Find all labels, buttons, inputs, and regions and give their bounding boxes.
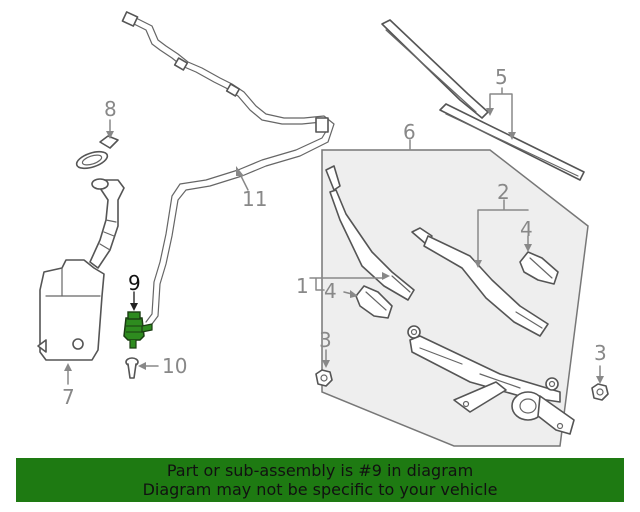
wiper-assembly-group-outline xyxy=(321,149,589,447)
filler-cap-seal-part-8[interactable] xyxy=(75,135,119,172)
callout-1-leader xyxy=(309,277,385,291)
callout-5-leader xyxy=(489,87,513,135)
callout-11-arrowhead xyxy=(236,166,244,176)
callout-label-10: 10 xyxy=(162,354,187,378)
callout-5-arrowhead-b xyxy=(508,132,516,140)
washer-pump-part-9[interactable] xyxy=(123,311,153,349)
diagram-notice-banner: Part or sub-assembly is #9 in diagram Di… xyxy=(16,458,624,502)
notice-line-disclaimer: Diagram may not be specific to your vehi… xyxy=(142,480,498,499)
callout-3a-arrowhead xyxy=(322,360,330,368)
callout-9-arrowhead xyxy=(130,303,138,311)
callout-2-leader xyxy=(477,199,529,263)
callout-label-11: 11 xyxy=(242,187,267,211)
notice-line-part: Part or sub-assembly is #9 in diagram xyxy=(166,461,474,480)
arm-cap-right-part-4[interactable] xyxy=(519,251,559,285)
callout-label-3-right: 3 xyxy=(594,341,607,365)
callout-label-8: 8 xyxy=(104,97,117,121)
callout-5-arrowhead-a xyxy=(486,108,494,116)
callout-2-arrowhead xyxy=(474,260,482,268)
callout-4b-arrowhead xyxy=(524,244,532,252)
exploded-parts-diagram: 1 2 3 3 4 4 5 6 7 8 9 10 11 xyxy=(37,11,609,447)
callout-label-2: 2 xyxy=(497,180,510,204)
callout-label-6: 6 xyxy=(403,120,416,144)
wiper-arm-left-part-1[interactable] xyxy=(325,165,415,301)
grommet-part-10[interactable] xyxy=(125,357,139,379)
callout-11-leader xyxy=(239,173,249,191)
nut-right-part-3[interactable] xyxy=(591,383,609,401)
washer-hose-part-11[interactable] xyxy=(121,11,335,325)
callout-3b-arrowhead xyxy=(596,376,604,384)
callout-8-arrowhead xyxy=(106,131,114,139)
wiper-linkage-motor[interactable] xyxy=(407,325,575,435)
callout-1-arrowhead xyxy=(382,272,390,280)
callout-7-arrowhead xyxy=(64,363,72,371)
callout-label-9: 9 xyxy=(128,271,141,295)
callout-4a-arrowhead xyxy=(350,290,358,298)
wiper-blades-part-5[interactable] xyxy=(381,19,585,181)
callout-label-4-right: 4 xyxy=(520,217,533,241)
callout-label-5: 5 xyxy=(495,65,508,89)
callout-label-7: 7 xyxy=(62,385,75,409)
callout-label-1: 1 xyxy=(296,274,309,298)
callout-10-arrowhead xyxy=(138,362,146,370)
washer-reservoir-part-7[interactable] xyxy=(37,178,125,361)
callout-label-3-left: 3 xyxy=(319,328,332,352)
nut-left-part-3[interactable] xyxy=(315,369,333,387)
wiper-arm-right-part-2[interactable] xyxy=(411,227,549,337)
arm-cap-left-part-4[interactable] xyxy=(355,285,393,319)
callout-label-4-left: 4 xyxy=(324,279,337,303)
